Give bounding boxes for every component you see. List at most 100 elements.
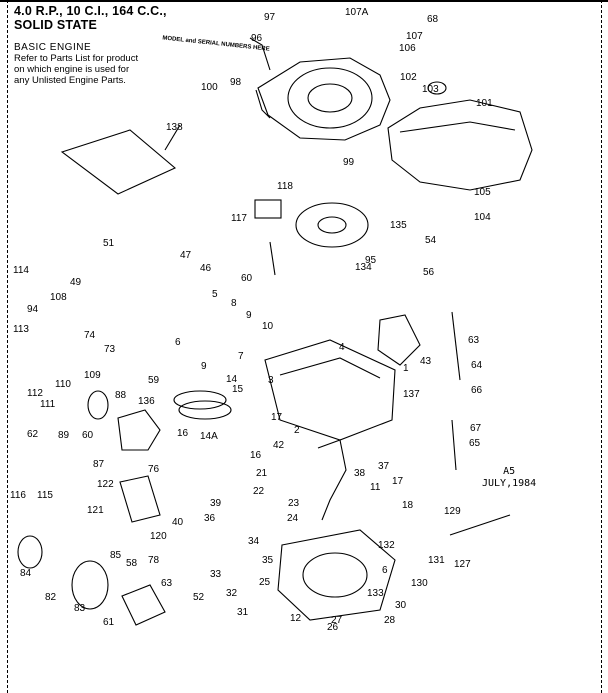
part-number-label: 30 [395,600,407,611]
part-number-label: 28 [384,615,396,626]
part-number-label: 40 [172,517,184,528]
reference-note: Refer to Parts List for product on which… [14,53,174,86]
part-number-label: 89 [58,430,70,441]
part-number-label: 121 [87,505,104,516]
part-number-label: 85 [110,550,122,561]
part-number-label: 6 [175,337,181,348]
stamp-code: A5 [503,466,516,477]
part-number-label: 18 [402,500,414,511]
title-line-2: SOLID STATE [14,18,97,32]
part-number-label: 16 [250,450,262,461]
blower-housing-hub [307,83,353,113]
carburetor-bowl [87,390,109,420]
part-number-label: 113 [13,324,29,335]
part-number-label: 9 [201,361,207,372]
part-number-label: 106 [399,43,416,54]
part-number-label: 31 [237,607,249,618]
part-number-label: 95 [365,255,377,266]
part-number-label: 37 [378,461,390,472]
part-number-label: 120 [150,531,167,542]
part-number-label: 8 [231,298,237,309]
part-number-label: 27 [331,615,343,626]
part-number-label: 137 [403,389,420,400]
right-dashed-border [601,0,602,693]
part-number-label: 112 [27,388,43,399]
part-number-label: 5 [212,289,218,300]
part-number-label: 25 [259,577,271,588]
camshaft [449,514,511,536]
part-number-label: 68 [427,14,439,25]
left-dashed-border [7,0,8,693]
part-number-label: 32 [226,588,238,599]
part-number-label: 107A [345,7,369,18]
part-number-label: 87 [93,459,105,470]
cylinder-block [264,339,396,441]
part-number-label: 23 [288,498,300,509]
part-number-label: 6 [382,565,388,576]
part-number-label: 84 [20,568,32,579]
air-filter-element [71,560,109,610]
part-number-label: 51 [103,238,115,249]
part-number-label: 135 [390,220,407,231]
air-cleaner-cover [17,535,43,569]
part-number-label: 129 [444,506,461,517]
part-number-label: 16 [177,428,189,439]
part-number-label: 76 [148,464,160,475]
part-number-label: 134 [355,262,372,273]
piston-ring-upper [173,390,227,410]
part-number-label: 56 [423,267,435,278]
part-number-label: 98 [230,77,242,88]
part-number-label: 42 [273,440,285,451]
note-line-2: on which engine is used for [14,64,130,75]
part-number-label: 58 [126,558,138,569]
top-rule [0,0,608,2]
part-number-label: 49 [70,277,82,288]
part-number-label: 14 [226,374,238,385]
part-number-label: 110 [55,379,71,390]
blower-housing-fan-grille [287,67,373,129]
part-number-label: 116 [10,490,26,501]
part-number-label: 83 [74,603,86,614]
fuel-tank [387,99,533,191]
leader-138 [164,124,181,151]
oil-fill-tube [451,419,457,471]
diagram-title: 4.0 R.P., 10 C.I., 164 C.C., SOLID STATE [14,4,184,32]
part-number-label: 12 [290,613,302,624]
fuel-cap [427,81,447,95]
part-number-label: 73 [104,344,116,355]
part-number-label: 2 [294,425,300,436]
part-number-label: 14A [200,431,218,442]
part-number-label: 132 [378,540,395,551]
part-number-label: 108 [50,292,67,303]
part-number-label: 4 [339,342,345,353]
part-number-label: 136 [138,396,155,407]
part-number-label: 21 [256,468,268,479]
part-number-label: 109 [84,370,101,381]
crankshaft [317,439,347,521]
part-number-label: 99 [343,157,355,168]
part-number-label: 43 [420,356,432,367]
note-line-3: any Unlisted Engine Parts. [14,75,126,86]
carburetor-body [117,409,161,451]
part-number-label: 97 [264,12,276,23]
part-number-label: 78 [148,555,160,566]
part-number-label: 64 [471,360,483,371]
part-number-label: 46 [200,263,212,274]
fuel-tank-seam [399,121,516,133]
piston-ring-lower [178,400,232,420]
part-number-label: 33 [210,569,222,580]
blower-housing [257,57,391,141]
crankcase-base [277,529,396,621]
part-number-label: 38 [354,468,366,479]
part-number-label: 96 [251,33,263,44]
flywheel [295,202,369,248]
spark-plug-wire [269,241,276,276]
part-number-label: 67 [470,423,482,434]
section-heading: BASIC ENGINE [14,42,92,53]
part-number-label: 133 [367,588,384,599]
part-number-label: 26 [327,622,339,633]
part-number-label: 118 [277,181,293,192]
